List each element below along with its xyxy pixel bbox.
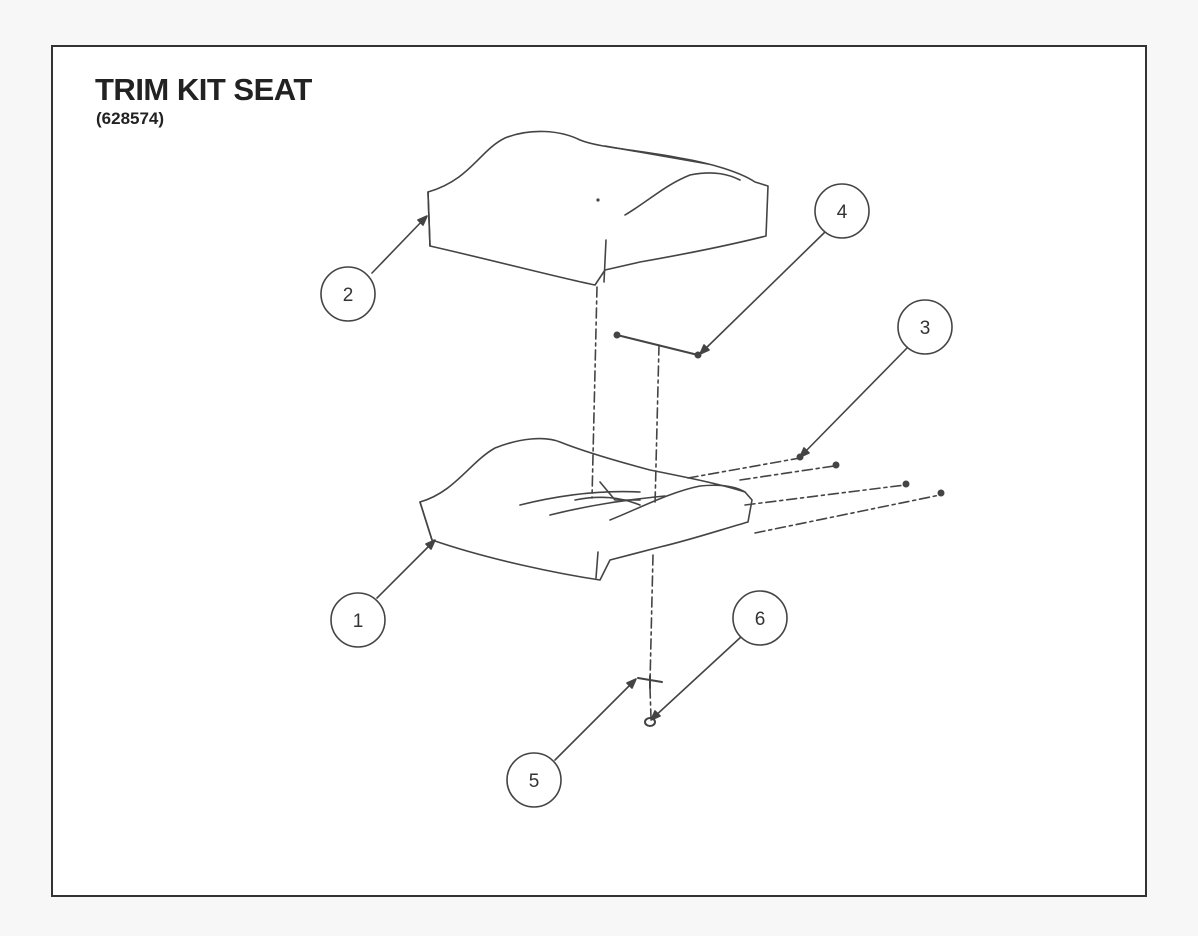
callout-2: 2 — [320, 266, 376, 322]
callout-2-label: 2 — [343, 285, 354, 306]
callout-5-label: 5 — [529, 771, 540, 792]
callout-4-label: 4 — [837, 202, 848, 223]
part-number: (628574) — [96, 109, 165, 128]
callout-3-label: 3 — [920, 318, 931, 339]
callout-6: 6 — [732, 590, 788, 646]
callout-3: 3 — [897, 299, 953, 355]
hardware — [613, 331, 945, 727]
upper-cushion — [427, 130, 769, 286]
alignment-lines — [591, 286, 941, 719]
leader-arrows — [371, 215, 909, 761]
callout-6-label: 6 — [755, 609, 766, 630]
diagram-title: TRIM KIT SEAT — [95, 72, 312, 107]
callout-4: 4 — [814, 183, 870, 239]
callout-5: 5 — [506, 752, 562, 808]
lower-cushion — [419, 437, 753, 581]
callout-1-label: 1 — [353, 611, 364, 632]
callout-1: 1 — [330, 592, 386, 648]
diagram-frame — [51, 45, 1147, 897]
